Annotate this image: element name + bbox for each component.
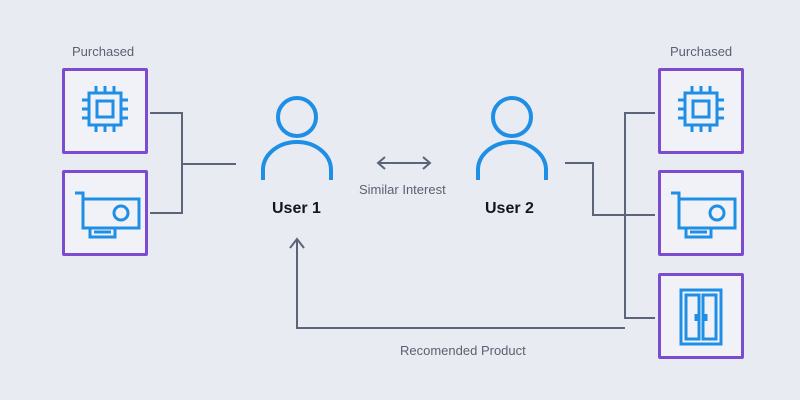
graphics-card-icon xyxy=(671,191,737,239)
cpu-chip-icon xyxy=(678,86,724,132)
left-product-cpu xyxy=(62,68,148,154)
right-product-cabinet xyxy=(658,273,744,359)
cabinet-icon xyxy=(679,288,723,346)
recommendation-arrow-line xyxy=(296,240,625,329)
right-product-gpu xyxy=(658,170,744,256)
double-arrow-icon xyxy=(376,156,432,170)
cpu-chip-icon xyxy=(82,86,128,132)
left-purchased-label: Purchased xyxy=(72,44,135,59)
right-product-cpu xyxy=(658,68,744,154)
left-product-gpu xyxy=(62,170,148,256)
user2-to-gpu-line xyxy=(565,162,655,216)
recommended-product-label: Recomended Product xyxy=(400,343,526,358)
user-icon xyxy=(261,96,333,180)
recommendation-arrowhead xyxy=(289,237,305,249)
user-2-label: User 2 xyxy=(485,200,534,217)
user-1-label: User 1 xyxy=(272,200,321,217)
right-purchased-label: Purchased xyxy=(670,44,733,59)
graphics-card-icon xyxy=(75,191,141,239)
similar-interest-label: Similar Interest xyxy=(359,182,446,197)
user-icon xyxy=(476,96,548,180)
left-bracket-line xyxy=(150,112,236,214)
